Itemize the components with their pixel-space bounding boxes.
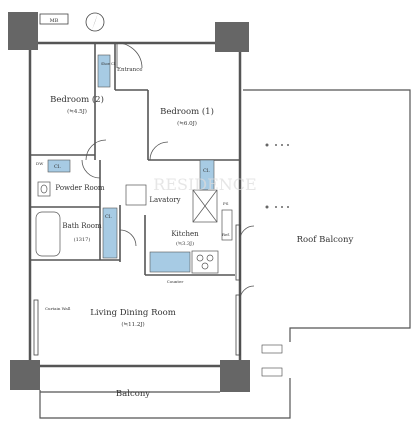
- label-roof-balcony: Roof Balcony: [297, 235, 354, 245]
- burner-icon: [201, 262, 209, 270]
- column-top-left: [8, 12, 38, 50]
- label-bedroom2: Bedroom (2): [50, 94, 104, 105]
- column-bottom-left: [10, 360, 40, 390]
- label-lavatory: Lavatory: [149, 196, 180, 204]
- label-living-dining-area: (≒11.2J): [121, 321, 144, 328]
- label-pipe-space: PS: [223, 201, 229, 206]
- fixtures: [35, 181, 233, 274]
- label-shoe-closet: Shoe Cl.: [101, 62, 116, 66]
- kitchen-counter: [149, 251, 191, 273]
- stove-icon: [191, 250, 219, 274]
- refrigerator-box: [221, 209, 233, 241]
- toilet-bowl-icon: [40, 184, 48, 194]
- washing-machine-box: [125, 184, 147, 206]
- label-living-dining: Living Dining Room: [90, 308, 176, 318]
- pipe-space-box: [192, 189, 218, 223]
- label-kitchen: Kitchen: [171, 230, 199, 238]
- unit-label-box: [39, 13, 69, 25]
- watermark: RESIDENCE: [153, 175, 256, 194]
- closet-bath: [102, 207, 118, 259]
- label-refrigerator: Ref.: [222, 232, 230, 237]
- bathtub-icon: [35, 211, 61, 257]
- north-arrow-icon: [85, 12, 105, 32]
- balcony-outline: [39, 378, 291, 419]
- label-bath-size: (1317): [74, 236, 91, 243]
- label-balcony: Balcony: [116, 389, 150, 399]
- interior-walls: [30, 43, 240, 276]
- label-curtain-wall: Curtain Wall: [45, 306, 71, 311]
- unit-label: MB: [50, 18, 59, 24]
- label-counter: Counter: [167, 279, 184, 284]
- door-swings: [81, 42, 255, 301]
- columns: [8, 12, 250, 392]
- closet-powder: [47, 159, 71, 173]
- label-entrance: Entrance: [117, 67, 143, 73]
- label-closet: Cl.: [54, 164, 61, 170]
- burner-icon: [196, 254, 204, 262]
- label-dishwasher: DW: [36, 161, 44, 166]
- burner-icon: [206, 254, 214, 262]
- label-wic: Cl.: [105, 214, 112, 220]
- column-bottom-right: [220, 360, 250, 392]
- shoe-closet: [97, 54, 111, 88]
- window-frames: [33, 224, 241, 356]
- label-bedroom2-area: (≒4.5J): [67, 108, 87, 115]
- label-kitchen-area: (≒3.3J): [176, 240, 194, 247]
- toilet-icon: [37, 181, 51, 197]
- outdoor-box-2: [261, 367, 283, 377]
- column-top-right: [215, 22, 249, 52]
- label-bedroom1-area: (≒6.0J): [177, 120, 197, 127]
- roof-markers: [265, 143, 289, 209]
- outdoor-box-1: [261, 344, 283, 354]
- roof-balcony-outline: [243, 89, 411, 342]
- label-bedroom1: Bedroom (1): [160, 106, 214, 117]
- label-storage: Cl.: [203, 168, 210, 174]
- fixture-blocks: [47, 54, 215, 273]
- label-bath-room: Bath Room: [62, 222, 102, 230]
- label-powder-room: Powder Room: [55, 184, 105, 192]
